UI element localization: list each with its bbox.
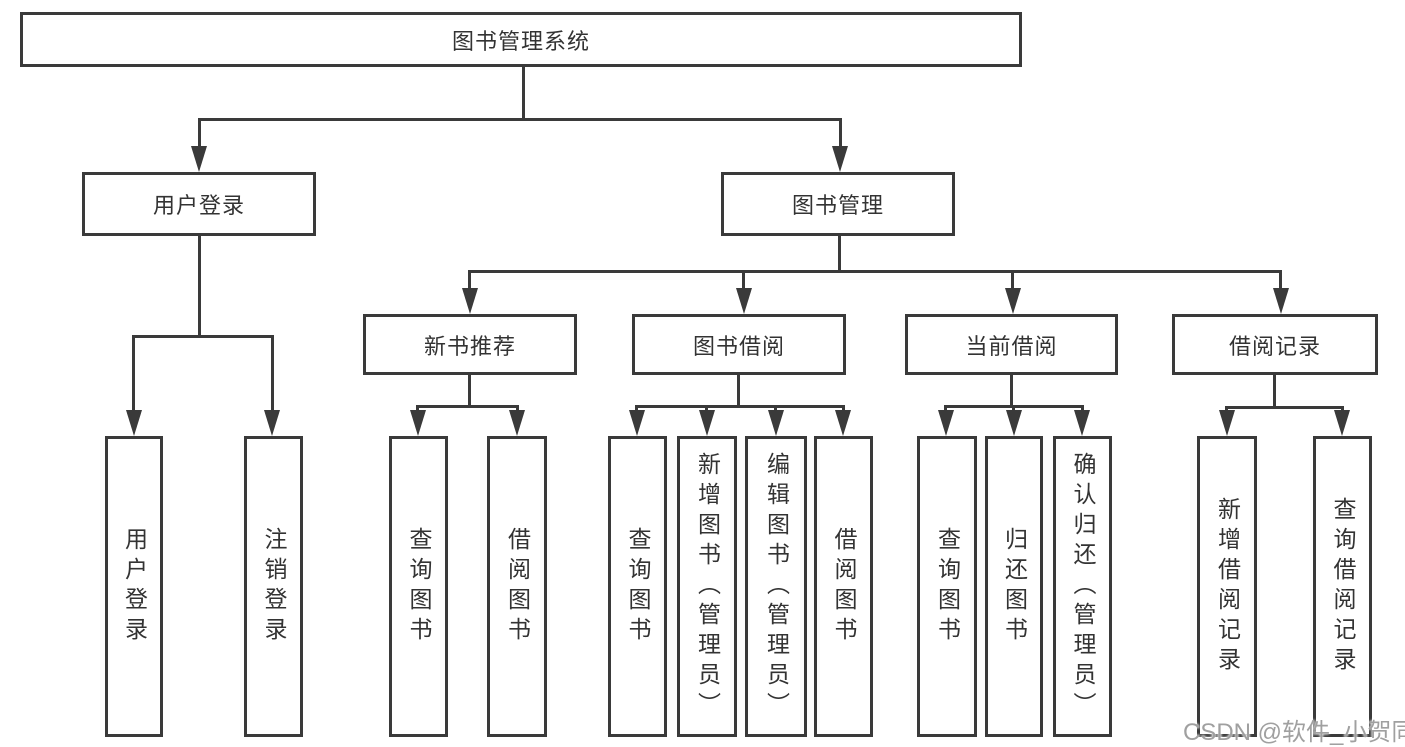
arrow-down-icon	[768, 410, 784, 436]
connector-line	[1273, 373, 1276, 408]
leaf-current-query-books: 查询图书	[917, 436, 977, 737]
arrow-down-icon	[832, 146, 848, 172]
leaf-logout: 注销登录	[244, 436, 303, 737]
leaf-newbook-query-books-label: 查询图书	[406, 526, 432, 647]
connector-line	[839, 118, 842, 150]
leaf-records-query-record-label: 查询借阅记录	[1330, 496, 1356, 677]
arrow-down-icon	[410, 410, 426, 436]
connector-line	[1225, 406, 1344, 409]
connector-line	[468, 270, 471, 294]
node-new-book-recommend-label: 新书推荐	[423, 333, 516, 359]
leaf-records-add-record-label: 新增借阅记录	[1214, 496, 1241, 677]
connector-line	[737, 373, 740, 407]
connector-line	[416, 405, 519, 408]
connector-line	[198, 234, 201, 337]
leaf-current-confirm-return-admin-label: 确认归还（管理员）	[1070, 451, 1096, 722]
leaf-user-login: 用户登录	[105, 436, 163, 737]
connector-line	[838, 234, 841, 272]
leaf-borrow-query-books-label: 查询图书	[625, 526, 651, 647]
node-book-management: 图书管理	[721, 172, 955, 236]
connector-line	[742, 270, 745, 294]
node-book-borrow-label: 图书借阅	[692, 333, 785, 359]
arrow-down-icon	[1273, 288, 1289, 314]
node-root-label: 图书管理系统	[451, 28, 590, 54]
leaf-borrow-borrow-books-label: 借阅图书	[831, 526, 857, 647]
connector-line	[198, 118, 842, 121]
arrow-down-icon	[126, 410, 142, 436]
arrow-down-icon	[264, 410, 280, 436]
connector-line	[1011, 270, 1014, 294]
leaf-current-return-books: 归还图书	[985, 436, 1043, 737]
leaf-borrow-edit-books-admin: 编辑图书（管理员）	[745, 436, 807, 737]
connector-line	[468, 270, 1282, 273]
leaf-current-confirm-return-admin: 确认归还（管理员）	[1053, 436, 1112, 737]
node-borrow-records: 借阅记录	[1172, 314, 1378, 375]
node-borrow-records-label: 借阅记录	[1228, 333, 1321, 359]
leaf-borrow-borrow-books: 借阅图书	[814, 436, 873, 737]
leaf-logout-label: 注销登录	[261, 526, 287, 647]
connector-line	[1010, 373, 1013, 407]
arrow-down-icon	[938, 410, 954, 436]
leaf-newbook-query-books: 查询图书	[389, 436, 448, 737]
connector-line	[522, 65, 525, 120]
connector-line	[198, 118, 201, 150]
connector-line	[635, 405, 845, 408]
leaf-borrow-add-books-admin-label: 新增图书（管理员）	[694, 451, 721, 722]
arrow-down-icon	[1334, 410, 1350, 436]
arrow-down-icon	[1006, 410, 1022, 436]
node-book-borrow: 图书借阅	[632, 314, 846, 375]
arrow-down-icon	[191, 146, 207, 172]
leaf-borrow-add-books-admin: 新增图书（管理员）	[677, 436, 737, 737]
arrow-down-icon	[1219, 410, 1235, 436]
arrow-down-icon	[629, 410, 645, 436]
connector-line	[1279, 270, 1282, 294]
arrow-down-icon	[699, 410, 715, 436]
leaf-current-query-books-label: 查询图书	[934, 526, 961, 647]
connector-line	[132, 335, 274, 338]
node-new-book-recommend: 新书推荐	[363, 314, 577, 375]
leaf-records-add-record: 新增借阅记录	[1197, 436, 1257, 737]
node-user-login: 用户登录	[82, 172, 316, 236]
arrow-down-icon	[1074, 410, 1090, 436]
watermark: CSDN @软件_小贺同学	[1183, 719, 1405, 746]
arrow-down-icon	[462, 288, 478, 314]
arrow-down-icon	[509, 410, 525, 436]
leaf-newbook-borrow-books-label: 借阅图书	[504, 526, 531, 647]
leaf-newbook-borrow-books: 借阅图书	[487, 436, 547, 737]
connector-line	[271, 335, 274, 413]
arrow-down-icon	[835, 410, 851, 436]
node-current-borrow-label: 当前借阅	[965, 333, 1058, 359]
leaf-current-return-books-label: 归还图书	[1001, 526, 1028, 647]
node-user-login-label: 用户登录	[152, 193, 245, 218]
connector-line	[468, 373, 471, 407]
node-root: 图书管理系统	[20, 12, 1022, 67]
node-book-management-label: 图书管理	[791, 193, 884, 218]
arrow-down-icon	[736, 288, 752, 314]
leaf-user-login-label: 用户登录	[121, 526, 148, 647]
node-current-borrow: 当前借阅	[905, 314, 1118, 375]
leaf-borrow-query-books: 查询图书	[608, 436, 667, 737]
leaf-records-query-record: 查询借阅记录	[1313, 436, 1372, 737]
arrow-down-icon	[1005, 288, 1021, 314]
leaf-borrow-edit-books-admin-label: 编辑图书（管理员）	[763, 451, 790, 722]
connector-line	[132, 335, 135, 413]
